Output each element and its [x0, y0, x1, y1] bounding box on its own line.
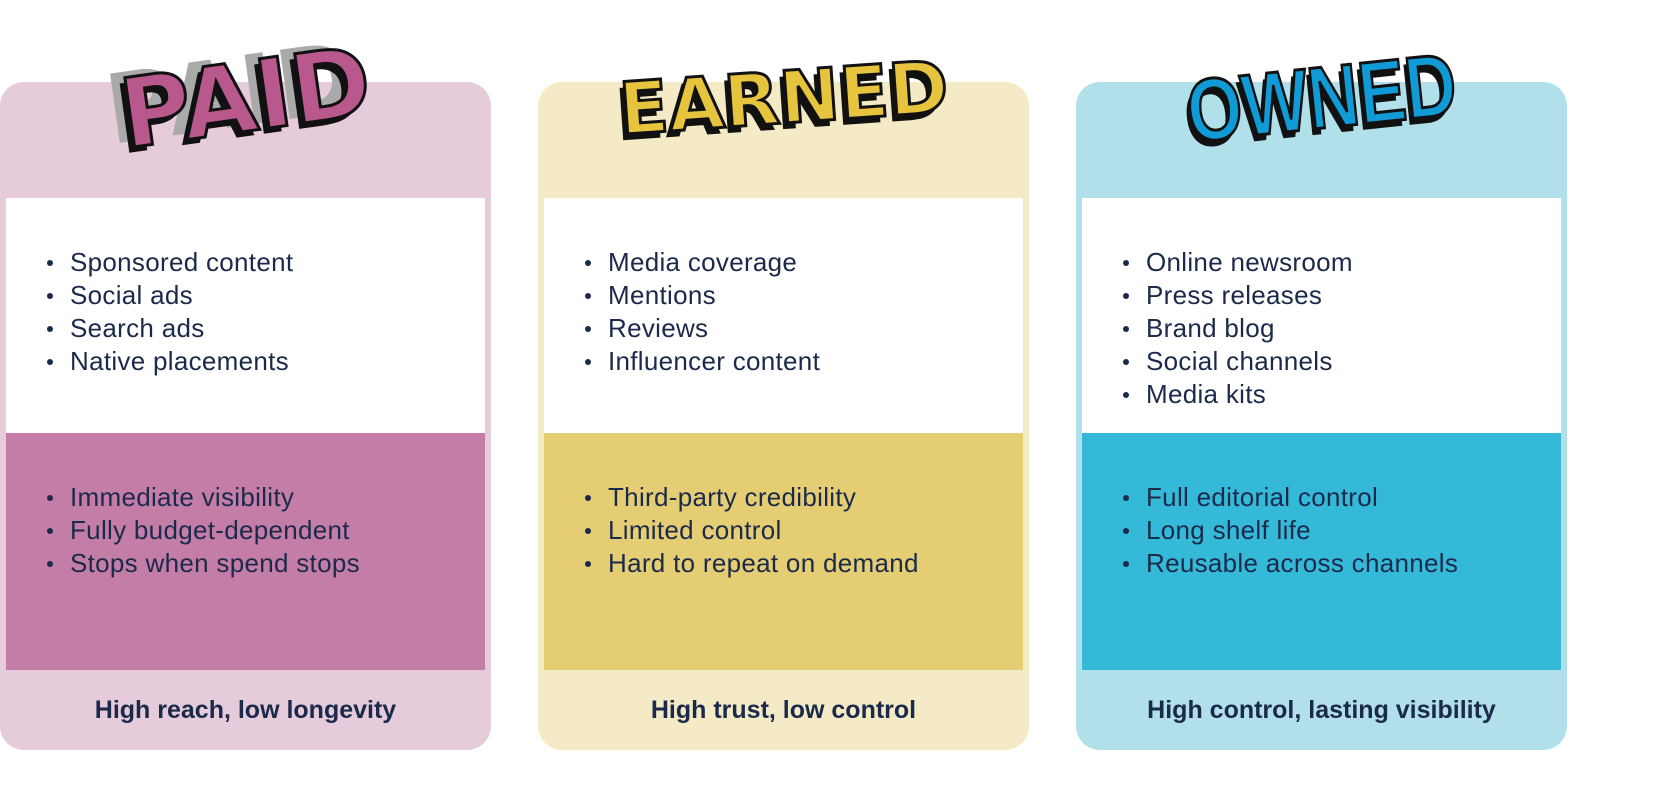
- card-footer-summary: High trust, low control: [650, 695, 917, 724]
- list-item: Social ads: [44, 279, 485, 312]
- list-item: Press releases: [1120, 279, 1561, 312]
- list-item: Reviews: [582, 312, 1023, 345]
- list-item: Brand blog: [1120, 312, 1561, 345]
- list-item: Influencer content: [582, 345, 1023, 378]
- list-item: Full editorial control: [1120, 481, 1561, 514]
- list-item: Long shelf life: [1120, 514, 1561, 547]
- card-footer-summary: High control, lasting visibility: [1147, 695, 1496, 724]
- list-item: Limited control: [582, 514, 1023, 547]
- list-item: Media kits: [1120, 378, 1561, 411]
- list-item: Fully budget-dependent: [44, 514, 485, 547]
- list-item: Hard to repeat on demand: [582, 547, 1023, 580]
- list-item: Search ads: [44, 312, 485, 345]
- list-item: Mentions: [582, 279, 1023, 312]
- list-item: Stops when spend stops: [44, 547, 485, 580]
- list-item: Sponsored content: [44, 246, 485, 279]
- list-item: Third-party credibility: [582, 481, 1023, 514]
- list-item: Media coverage: [582, 246, 1023, 279]
- card-footer-summary: High reach, low longevity: [94, 695, 397, 724]
- list-item: Social channels: [1120, 345, 1561, 378]
- list-item: Immediate visibility: [44, 481, 485, 514]
- list-item: Native placements: [44, 345, 485, 378]
- list-item: Reusable across channels: [1120, 547, 1561, 580]
- list-item: Online newsroom: [1120, 246, 1561, 279]
